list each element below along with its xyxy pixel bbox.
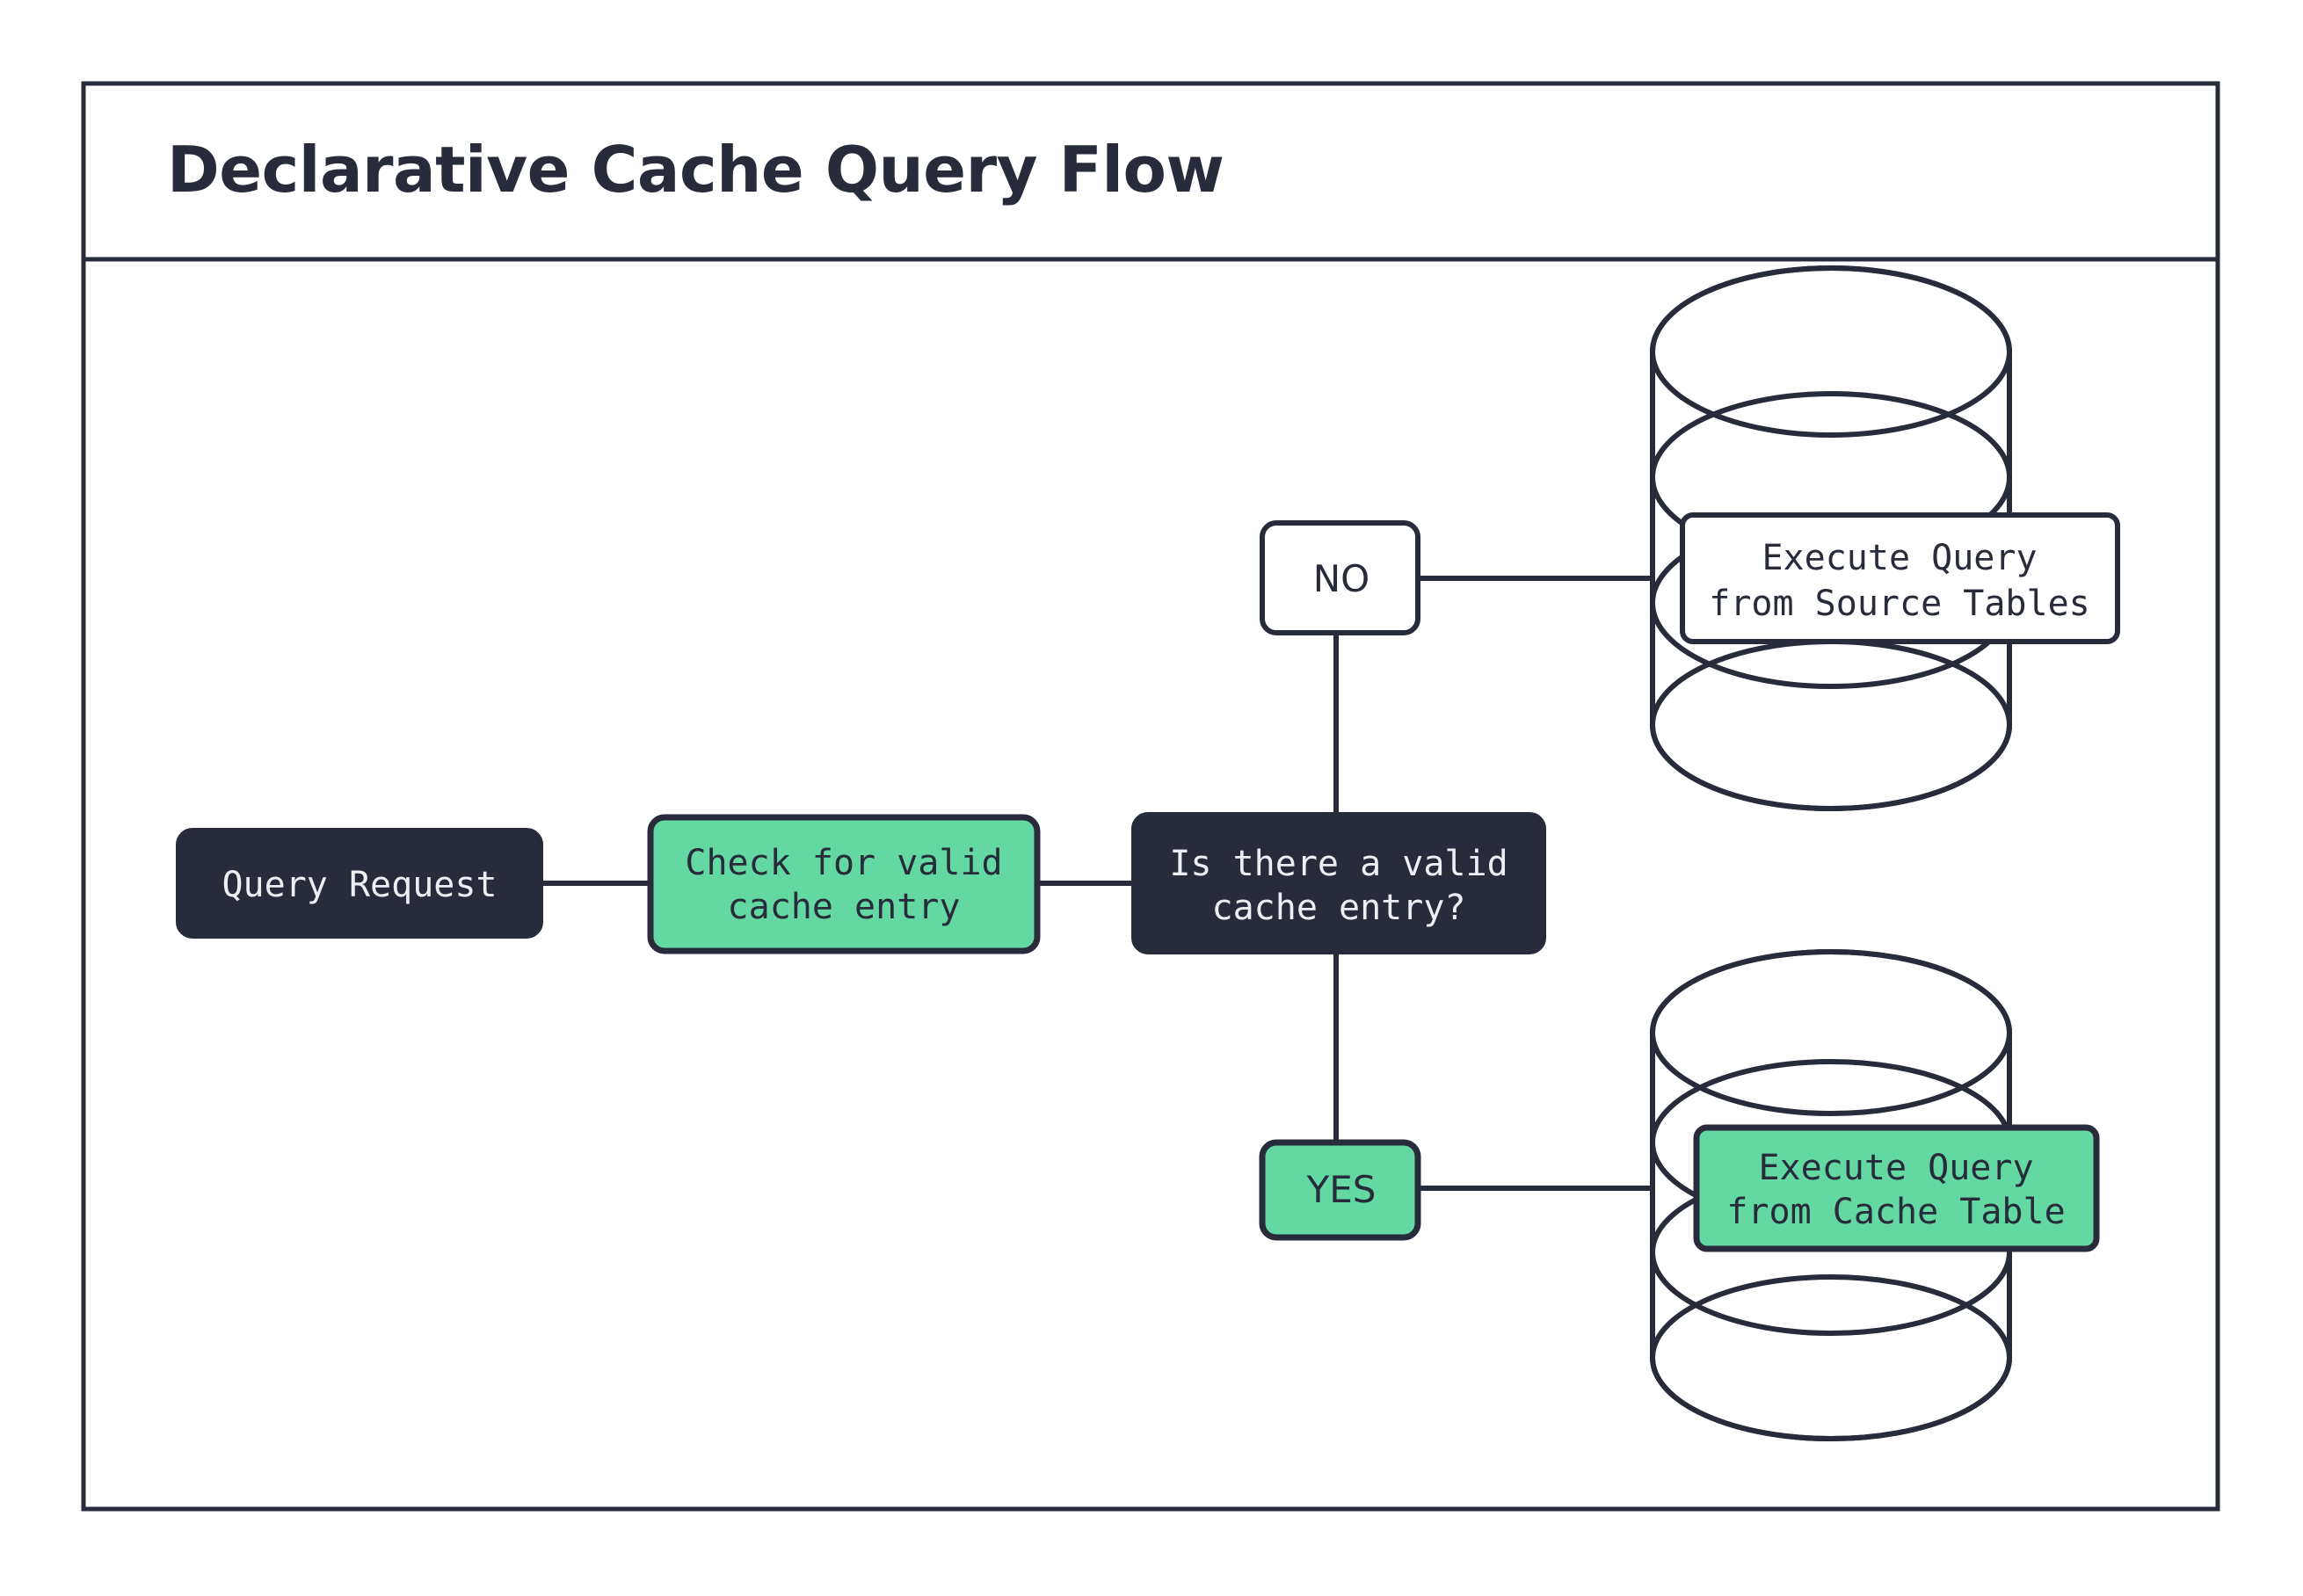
cache-db-label-line1: Execute Query xyxy=(1758,1148,2033,1188)
check-cache-label-line2: cache entry xyxy=(728,887,961,927)
check-cache-box[interactable] xyxy=(647,814,1041,954)
node-decision-valid-cache[interactable]: Is there a valid cache entry? xyxy=(1131,812,1546,954)
cache-db-label-box[interactable] xyxy=(1693,1124,2100,1252)
query-request-box[interactable] xyxy=(176,828,543,939)
yes-label-text: YES xyxy=(1306,1168,1377,1211)
page-title: Declarative Cache Query Flow xyxy=(167,133,1224,207)
check-cache-label-line1: Check for valid xyxy=(685,843,1002,883)
source-db-label-line1: Execute Query xyxy=(1762,538,2037,578)
decision-box[interactable] xyxy=(1131,812,1546,954)
node-check-cache-entry[interactable]: Check for valid cache entry xyxy=(647,814,1041,954)
decision-label-line2: cache entry? xyxy=(1212,888,1466,928)
source-tables-database[interactable]: Execute Query from Source Tables xyxy=(1650,265,2120,811)
query-request-label: Query Request xyxy=(222,865,497,905)
source-db-label-line2: from Source Tables xyxy=(1709,584,2089,624)
no-label-box[interactable] xyxy=(1260,520,1420,635)
diagram-frame xyxy=(81,81,2220,1512)
cache-db-label-line2: from Cache Table xyxy=(1726,1192,2065,1232)
source-db-label-box[interactable] xyxy=(1680,512,2120,644)
decision-label-line1: Is there a valid xyxy=(1169,844,1507,884)
no-label-text: NO xyxy=(1313,557,1369,600)
edge-group xyxy=(536,576,1696,1191)
cylinder-band-top-cache xyxy=(1650,949,2012,1116)
branch-label-yes[interactable]: YES xyxy=(1259,1139,1421,1241)
cache-table-database[interactable]: Execute Query from Cache Table xyxy=(1650,949,2100,1441)
node-query-request[interactable]: Query Request xyxy=(176,828,543,939)
cylinder-band-top-source xyxy=(1650,265,2012,438)
branch-label-no[interactable]: NO xyxy=(1260,520,1420,635)
cylinder-band-bottom-cache xyxy=(1650,1274,2012,1441)
yes-label-box[interactable] xyxy=(1259,1139,1421,1241)
